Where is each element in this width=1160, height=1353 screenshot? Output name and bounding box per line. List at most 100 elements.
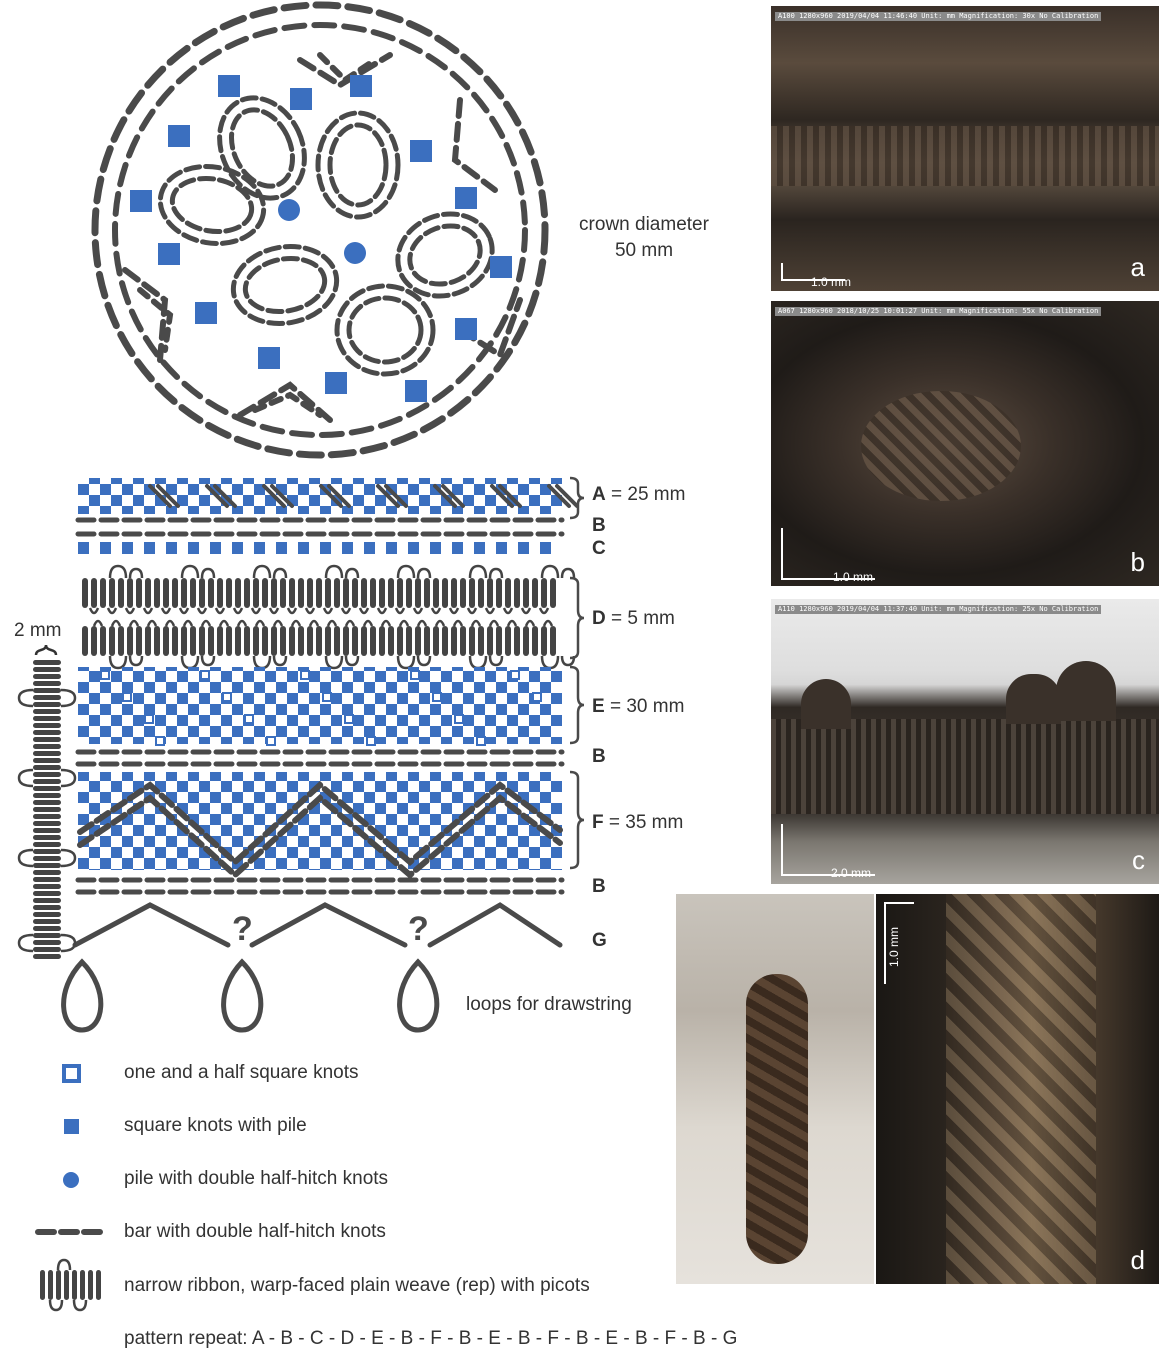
ribbon-warp [33,800,61,805]
ribbon-warp [451,578,457,608]
hollow-square-icon [267,737,275,745]
ribbon-warp [88,1270,93,1300]
ribbon-warp [343,578,349,608]
ribbon-warp [253,626,259,656]
ribbon-warp [100,626,106,656]
picot-loop [220,621,228,626]
ribbon-warp [33,765,61,770]
square-knot-icon [320,542,331,554]
ribbon-warp [33,681,61,686]
hollow-square-icon [64,1066,79,1081]
legend-narrow-ribbon: narrow ribbon, warp-faced plain weave (r… [124,1275,590,1297]
picot-loop [540,608,548,613]
question-mark-1: ? [232,910,253,949]
ribbon-warp [217,578,223,608]
picot-loop [490,569,502,578]
photo-b-letter: b [1131,547,1145,578]
band-e-label: E = 30 mm [592,696,684,718]
ribbon-warp [388,578,394,608]
ribbon-warp [541,578,547,608]
picot-loop [542,566,558,578]
ribbon-warp [496,578,502,608]
band-a-label: A = 25 mm [592,484,685,506]
band-a-checker [78,478,562,514]
ribbon-warp [397,578,403,608]
picot-loop [292,621,300,626]
square-knot-icon [122,542,133,554]
picot-loop [19,770,33,786]
ribbon-warp [244,578,250,608]
ribbon-warp [442,578,448,608]
ribbon-warp [33,702,61,707]
filled-square-icon [64,1119,79,1134]
ribbon-warp [460,626,466,656]
picot-loop [360,608,368,613]
ribbon-warp [33,695,61,700]
ribbon-warp [361,626,367,656]
brace-icon [570,667,584,743]
picot-loop [486,608,494,613]
square-knot-icon [258,347,280,369]
picot-loop [508,621,516,626]
ribbon-warp [460,578,466,608]
ribbon-warp [91,626,97,656]
ribbon-warp [33,891,61,896]
ribbon-warp [478,626,484,656]
square-knot-icon [350,75,372,97]
ribbon-warp [487,626,493,656]
picot-loop [418,621,426,626]
photo-b-hud: A067 1280x960 2018/10/25 10:01:27 Unit: … [775,307,1101,316]
ribbon-warp [352,626,358,656]
square-knot-icon [254,542,265,554]
ribbon-warp [199,578,205,608]
ribbon-warp [199,626,205,656]
ribbon-warp [33,926,61,931]
square-knot-icon [100,542,111,554]
band-b1-label: B [592,515,606,537]
picot-loop [526,621,534,626]
ribbon-warp [532,578,538,608]
ribbon-warp [208,626,214,656]
square-knot-icon [474,542,485,554]
ribbon-warp [514,578,520,608]
square-knot-icon [232,542,243,554]
picot-loop [418,656,430,665]
photo-b-scale: 1.0 mm [833,570,873,584]
picot-loop [490,621,498,626]
square-knot-icon [188,542,199,554]
square-knot-icon [78,542,89,554]
brace-icon [36,645,56,655]
ribbon-warp [253,578,259,608]
ribbon-warp [262,626,268,656]
photo-a-hud: A100 1280x960 2019/04/04 11:46:40 Unit: … [775,12,1101,21]
ribbon-warp [208,578,214,608]
picot-loop [288,608,296,613]
picot-loop [144,608,152,613]
square-knot-icon [276,542,287,554]
ribbon-warp [217,626,223,656]
photo-c: A110 1280x960 2019/04/04 11:37:40 Unit: … [771,599,1159,884]
picot-loop [130,621,138,626]
ribbon-warp [33,870,61,875]
picot-loop [252,608,260,613]
ribbon-warp [33,912,61,917]
ribbon-warp [33,863,61,868]
ribbon-warp [190,626,196,656]
photo-c-letter: c [1132,845,1145,876]
ribbon-warp [289,578,295,608]
square-knot-icon [455,318,477,340]
ribbon-warp [370,578,376,608]
picot-loop [110,656,126,668]
picot-loop [432,608,440,613]
picot-loop [436,621,444,626]
photo-d-left [676,894,874,1284]
band-f-letter: F [592,812,604,833]
ribbon-warp [172,578,178,608]
ribbon-warp [424,578,430,608]
ribbon-warp [298,578,304,608]
picot-loop [274,621,282,626]
ribbon-warp [352,578,358,608]
ribbon-warp [136,578,142,608]
square-knot-icon [490,256,512,278]
picot-loop [382,621,390,626]
